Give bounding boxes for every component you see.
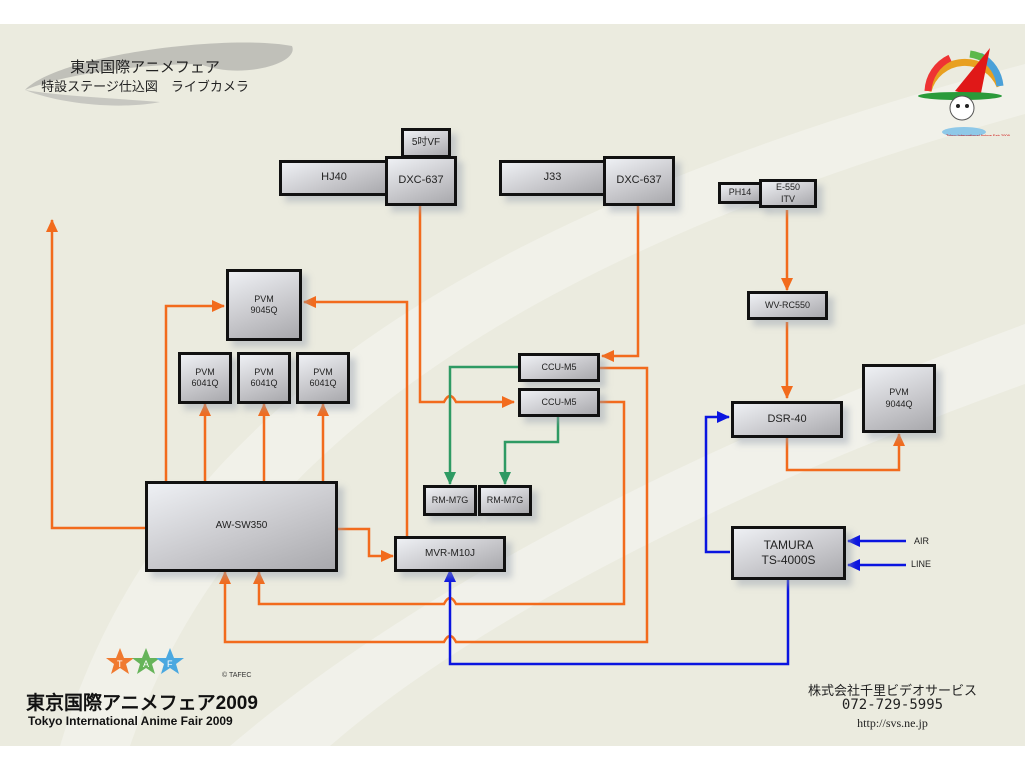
wire-tamura-to-dsr40 — [704, 411, 730, 554]
wiring — [46, 206, 906, 666]
device-dxc637-camera-b[interactable]: DXC-637 — [603, 156, 675, 206]
diagram-subtitle: 特設ステージ仕込図 ライブカメラ — [41, 79, 249, 94]
wire-awsw-to-pvm9045q — [164, 300, 225, 482]
company-phone: 072-729-5995 — [841, 697, 944, 713]
input-label-line: LINE — [911, 559, 932, 569]
device-j33-lens[interactable]: J33 — [499, 160, 606, 196]
taf-letter-f: F — [167, 659, 173, 669]
device-e550-itv[interactable]: E-550 ITV — [759, 179, 817, 208]
copyright-text: © TAFEC — [222, 672, 252, 679]
device-dxc637-camera-a[interactable]: DXC-637 — [385, 156, 457, 206]
taf-stars-logo-icon: T A F — [106, 648, 184, 674]
device-hj40-lens[interactable]: HJ40 — [279, 160, 389, 196]
event-name-jp: 東京国際アニメフェア2009 — [26, 693, 258, 714]
input-label-air: AIR — [914, 536, 930, 546]
device-rmm7g-a[interactable]: RM-M7G — [423, 485, 477, 516]
device-pvm6041q-1[interactable]: PVM 6041Q — [178, 352, 232, 404]
device-pvm9045q[interactable]: PVM 9045Q — [226, 269, 302, 341]
taf-letter-a: A — [143, 659, 149, 669]
mascot-logo-icon: Tokyo International Anime Fair 2009 — [918, 48, 1010, 136]
wire-ccu-a-to-rmm7g-a — [444, 365, 518, 485]
wire-dxc-a-to-ccu-b — [418, 206, 515, 408]
device-dsr40[interactable]: DSR-40 — [731, 401, 843, 438]
wire-mvr-to-pvm9045q — [303, 296, 409, 538]
device-wvrc550[interactable]: WV-RC550 — [747, 291, 828, 320]
taf-letter-t: T — [117, 659, 123, 669]
wire-awsw-to-mvr — [337, 527, 394, 562]
company-url[interactable]: http://svs.ne.jp — [857, 716, 928, 730]
wire-awsw-to-out — [46, 219, 146, 530]
wire-dsr40-to-pvm9044q — [785, 433, 905, 472]
device-pvm6041q-2[interactable]: PVM 6041Q — [237, 352, 291, 404]
wire-tamura-to-mvr — [444, 569, 790, 666]
diagram-title: 東京国際アニメフェア — [70, 59, 220, 76]
device-pvm9044q[interactable]: PVM 9044Q — [862, 364, 936, 433]
device-ccum5-b[interactable]: CCU-M5 — [518, 388, 600, 417]
device-awsw350[interactable]: AW-SW350 — [145, 481, 338, 572]
device-pvm6041q-3[interactable]: PVM 6041Q — [296, 352, 350, 404]
device-mvrm10j[interactable]: MVR-M10J — [394, 536, 506, 572]
device-5inch-vf[interactable]: 5吋VF — [401, 128, 451, 158]
device-tamura-ts4000s[interactable]: TAMURA TS-4000S — [731, 526, 846, 580]
wire-dxc-b-to-ccu-a — [601, 206, 640, 362]
device-rmm7g-b[interactable]: RM-M7G — [478, 485, 532, 516]
event-name-en: Tokyo International Anime Fair 2009 — [28, 714, 233, 728]
wire-ccu-b-to-rmm7g-b — [499, 414, 560, 485]
svg-text:Tokyo International Anime Fair: Tokyo International Anime Fair 2009 — [946, 133, 1010, 136]
slide: 東京国際アニメフェア 特設ステージ仕込図 ライブカメラ Tokyo Intern… — [0, 24, 1025, 746]
device-ccum5-a[interactable]: CCU-M5 — [518, 353, 600, 382]
company-name: 株式会社千里ビデオサービス — [807, 683, 977, 698]
device-ph14-lens[interactable]: PH14 — [718, 182, 762, 204]
